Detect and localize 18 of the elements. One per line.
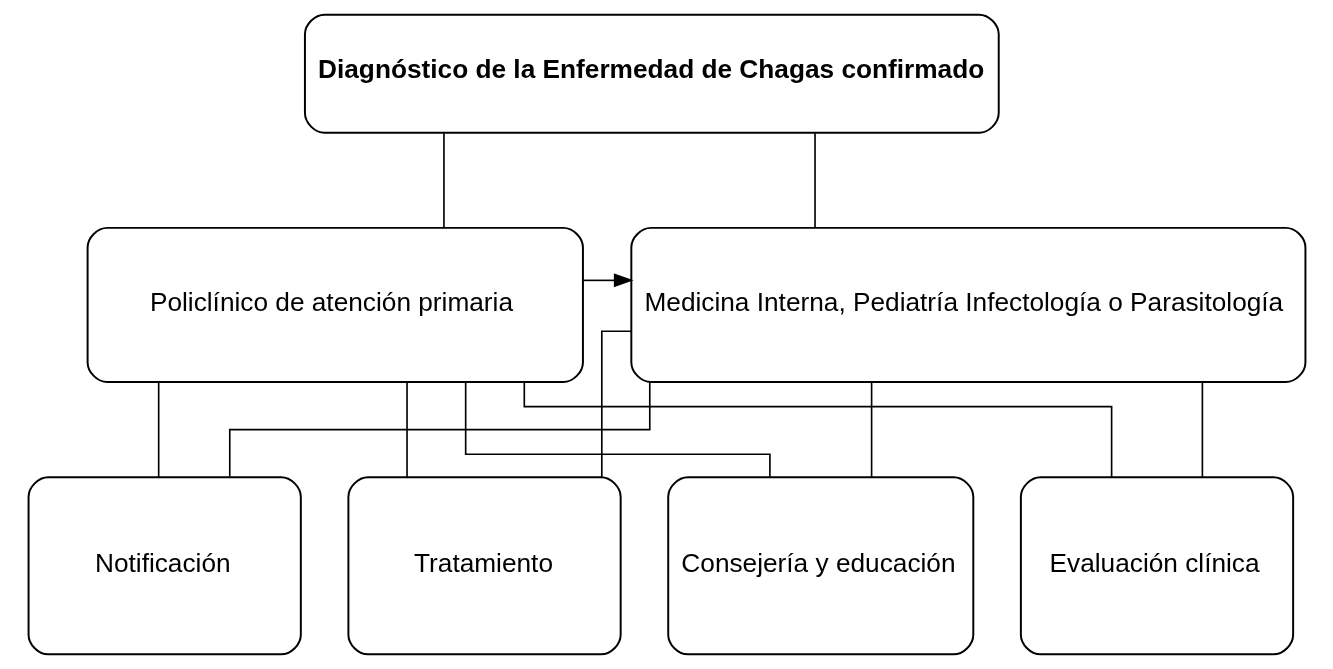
node-box: Policlínico de atención primaria	[86, 226, 584, 384]
connector	[600, 330, 632, 478]
connector	[464, 381, 771, 478]
connector	[522, 381, 1112, 478]
node-box: Diagnóstico de la Enfermedad de Chagas confirmado	[303, 13, 1000, 134]
connector	[405, 381, 408, 478]
node-box: Evaluación clínica	[1019, 476, 1294, 656]
node-box: Notificación	[27, 476, 302, 656]
connector	[813, 132, 816, 229]
node-box: Medicina Interna, Pediatría Infectología o Parasitología	[629, 226, 1306, 384]
arrow	[581, 273, 634, 288]
connector	[870, 381, 872, 478]
connector	[228, 381, 651, 478]
node-box: Consejería y educación	[666, 476, 974, 656]
connector	[157, 381, 159, 478]
node-box: Tratamiento	[346, 476, 622, 656]
connector	[442, 132, 445, 229]
connector	[1201, 381, 1203, 478]
